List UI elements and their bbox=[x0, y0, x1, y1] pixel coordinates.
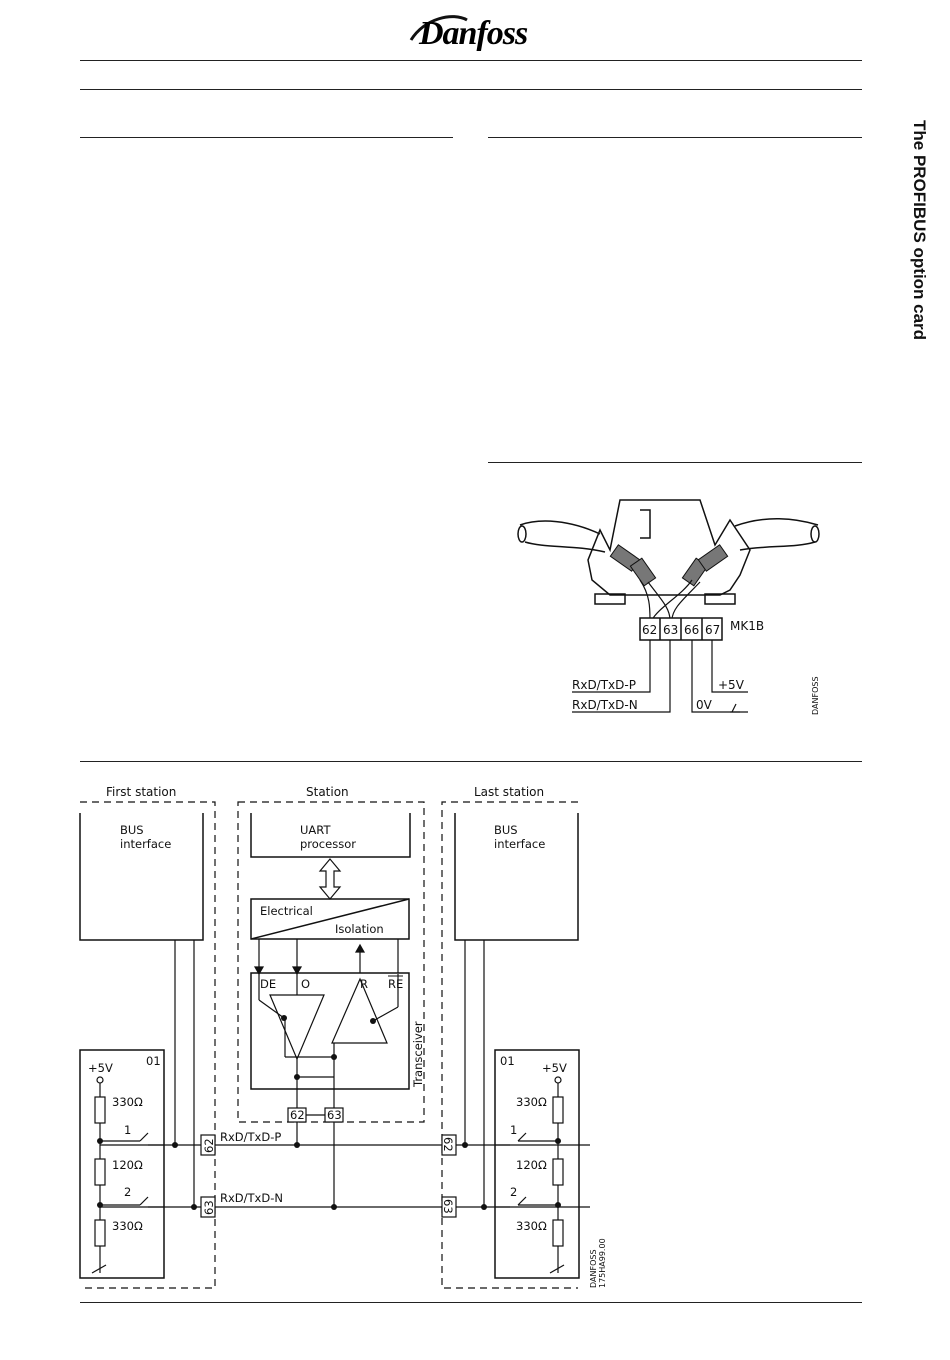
first-bus-interface bbox=[79, 813, 204, 941]
transceiver-nodes bbox=[281, 1015, 376, 1080]
header-rule-top bbox=[80, 60, 862, 61]
pin-re: RE bbox=[388, 977, 403, 991]
last-station-title: Last station bbox=[474, 785, 544, 799]
brand-wordmark: Danfoss bbox=[418, 15, 528, 52]
terminal-block-name: MK1B bbox=[730, 619, 764, 633]
bus-line-n-label: RxD/TxD-N bbox=[220, 1191, 283, 1205]
frame-terminals bbox=[200, 1134, 457, 1218]
last-network-nodes bbox=[555, 1138, 561, 1208]
first-resistor-network bbox=[91, 1076, 164, 1274]
last-term-62: 62 bbox=[441, 1137, 455, 1152]
first-supply: +5V bbox=[88, 1061, 113, 1075]
right-cable bbox=[734, 518, 820, 551]
diagram-credit-2: 175HA99.00 bbox=[598, 1238, 607, 1288]
first-r-bot: 330Ω bbox=[112, 1219, 143, 1233]
uart-line1: UART bbox=[300, 823, 331, 837]
cable-shields bbox=[609, 544, 729, 587]
bus-nodes bbox=[172, 1142, 487, 1210]
uart-box bbox=[250, 813, 411, 858]
last-r-bot: 330Ω bbox=[516, 1219, 547, 1233]
station-frames bbox=[80, 801, 578, 1289]
isolation-line2: Isolation bbox=[335, 922, 384, 936]
bus-line-p-label: RxD/TxD-P bbox=[220, 1130, 281, 1144]
last-bus-line1: BUS bbox=[494, 823, 518, 837]
first-bus-line2: interface bbox=[120, 837, 171, 851]
supply-label: +5V bbox=[718, 678, 745, 692]
side-tab: The PROFIBUS option card bbox=[905, 120, 935, 380]
connector-housing bbox=[587, 499, 751, 605]
last-r-mid: 120Ω bbox=[516, 1158, 547, 1172]
first-station-title: First station bbox=[106, 785, 176, 799]
station-title: Station bbox=[306, 785, 349, 799]
header-rule-bottom bbox=[80, 89, 862, 90]
transceiver-box bbox=[250, 972, 410, 1090]
uart-line2: processor bbox=[300, 837, 356, 851]
driver-receiver bbox=[258, 974, 399, 1108]
bus-diagram: First station Station Last station BUS i… bbox=[79, 785, 607, 1289]
first-termination-box bbox=[79, 1049, 165, 1279]
isolation-line1: Electrical bbox=[260, 904, 313, 918]
transceiver-label: Transceiver bbox=[411, 1021, 425, 1088]
first-switch-1: 1 bbox=[124, 1123, 131, 1137]
side-tab-title: The PROFIBUS option card bbox=[910, 120, 929, 341]
first-r-top: 330Ω bbox=[112, 1095, 143, 1109]
station-terminals bbox=[287, 1107, 344, 1123]
last-bus-line2: interface bbox=[494, 837, 545, 851]
terminal-62: 62 bbox=[642, 623, 657, 637]
signal-p-label: RxD/TxD-P bbox=[572, 678, 636, 692]
first-bus-line1: BUS bbox=[120, 823, 144, 837]
connector-credit: DANFOSS bbox=[811, 676, 820, 715]
isolation-box bbox=[250, 898, 410, 940]
terminal-block bbox=[639, 617, 723, 641]
terminal-63: 63 bbox=[663, 623, 678, 637]
first-module: 01 bbox=[146, 1054, 161, 1068]
terminal-67: 67 bbox=[705, 623, 720, 637]
first-network-nodes bbox=[97, 1138, 103, 1208]
pin-o: O bbox=[301, 977, 310, 991]
last-term-63: 63 bbox=[441, 1199, 455, 1214]
last-bus-interface bbox=[454, 813, 579, 941]
right-column-rule bbox=[488, 137, 862, 138]
diagram-credit-1: DANFOSS bbox=[589, 1249, 598, 1288]
last-resistor-network bbox=[495, 1076, 565, 1274]
last-switch-2: 2 bbox=[510, 1185, 517, 1199]
data-arrow bbox=[318, 858, 342, 900]
danfoss-logo: Danfoss bbox=[405, 6, 545, 56]
last-termination-box bbox=[494, 1049, 580, 1279]
last-r-top: 330Ω bbox=[516, 1095, 547, 1109]
signal-n-label: RxD/TxD-N bbox=[572, 698, 638, 712]
last-switch-1: 1 bbox=[510, 1123, 517, 1137]
first-switch-2: 2 bbox=[124, 1185, 131, 1199]
station-term-62: 62 bbox=[290, 1108, 305, 1122]
left-column-rule bbox=[80, 137, 453, 138]
connector-figure: 62 63 66 67 MK1B RxD/TxD-P RxD/TxD-N +5V… bbox=[517, 499, 820, 715]
last-module: 01 bbox=[500, 1054, 515, 1068]
footer-rule bbox=[80, 1302, 862, 1303]
terminal-66: 66 bbox=[684, 623, 699, 637]
pin-r: R bbox=[360, 977, 368, 991]
left-cable bbox=[517, 520, 606, 553]
station-term-63: 63 bbox=[327, 1108, 342, 1122]
signal-leads bbox=[572, 640, 748, 713]
first-term-63: 63 bbox=[202, 1200, 216, 1215]
ground-label: 0V bbox=[696, 698, 713, 712]
connector-wires bbox=[639, 579, 701, 621]
figure-rule bbox=[488, 462, 862, 463]
first-r-mid: 120Ω bbox=[112, 1158, 143, 1172]
last-supply: +5V bbox=[542, 1061, 567, 1075]
pin-de: DE bbox=[260, 977, 276, 991]
first-term-62: 62 bbox=[202, 1138, 216, 1153]
diagram-rule bbox=[80, 761, 862, 762]
isolation-signals bbox=[253, 939, 399, 976]
